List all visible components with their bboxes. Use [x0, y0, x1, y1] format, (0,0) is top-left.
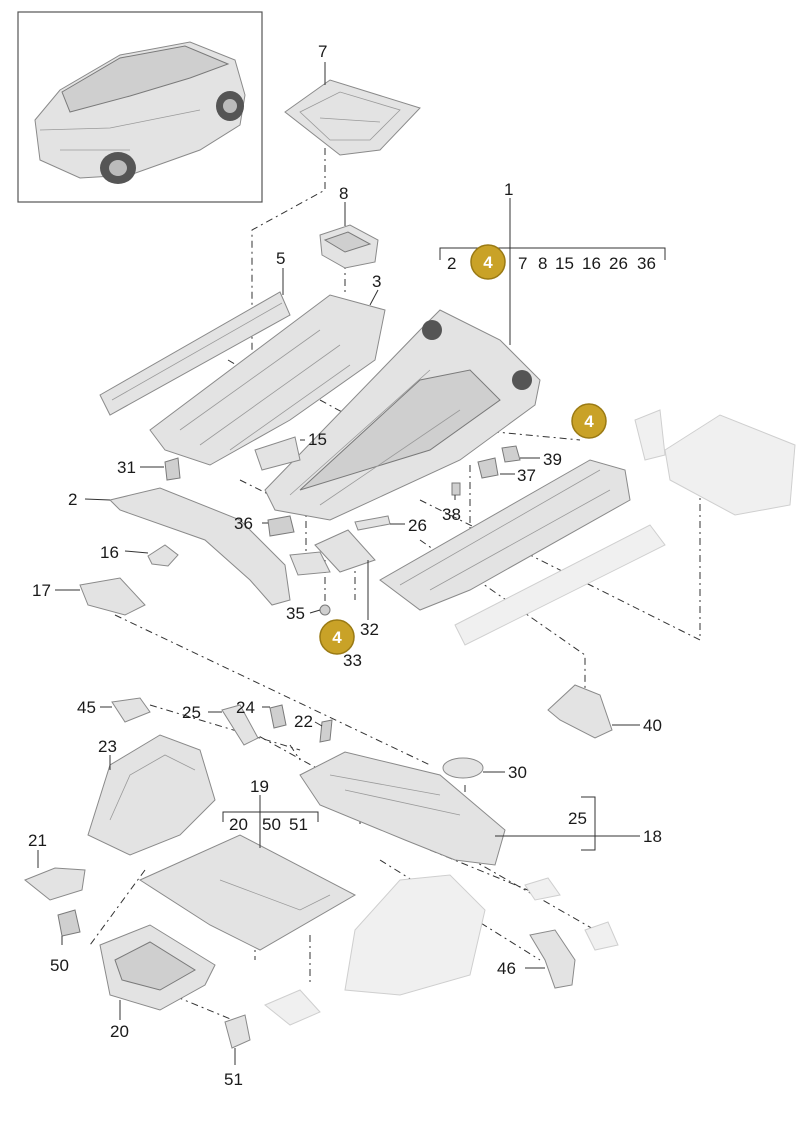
group-19-item[interactable]: 50: [262, 815, 281, 834]
group-1-item[interactable]: 7: [518, 254, 527, 273]
callout-35[interactable]: 35: [286, 604, 305, 623]
part-16-bracket[interactable]: [147, 544, 179, 567]
callout-31[interactable]: 31: [117, 458, 136, 477]
part-5-side-rail[interactable]: [99, 291, 291, 416]
callout-36[interactable]: 36: [234, 514, 253, 533]
part-39-clip[interactable]: [501, 445, 521, 463]
part-17-plate[interactable]: [79, 577, 146, 616]
part-ghost-wheelhouse-right: [264, 874, 619, 1026]
part-37-clip[interactable]: [477, 457, 499, 479]
callout-30[interactable]: 30: [508, 763, 527, 782]
callout-25-right[interactable]: 25: [568, 809, 587, 828]
group-19-item[interactable]: 20: [229, 815, 248, 834]
part-35-bolt[interactable]: [319, 604, 331, 616]
part-46-bracket[interactable]: [529, 929, 576, 989]
part-31-clip[interactable]: [164, 457, 181, 481]
part-38-bolt[interactable]: [451, 482, 461, 496]
group-1-bracket: [439, 198, 666, 345]
callout-2[interactable]: 2: [68, 490, 77, 509]
callout-24[interactable]: 24: [236, 698, 255, 717]
vehicle-thumbnail: [17, 11, 263, 203]
callout-17[interactable]: 17: [32, 581, 51, 600]
callout-1[interactable]: 1: [504, 180, 513, 199]
group-1-row: 2 7 8 15 16 26 36: [447, 254, 656, 273]
part-19-floor-panel[interactable]: [138, 834, 357, 951]
part-23-wheelhouse-left[interactable]: [87, 734, 216, 856]
callout-7[interactable]: 7: [318, 42, 327, 61]
badge-label: 4: [584, 412, 594, 431]
part-26-plate[interactable]: [354, 515, 391, 531]
part-22-clip[interactable]: [319, 719, 333, 743]
highlight-badge[interactable]: 4: [319, 619, 355, 655]
part-8-bracket[interactable]: [319, 224, 379, 269]
callout-19[interactable]: 19: [250, 777, 269, 796]
callout-45[interactable]: 45: [77, 698, 96, 717]
leader-lines: [37, 62, 640, 1065]
badge-label: 4: [483, 253, 493, 272]
highlight-badge[interactable]: 4: [470, 244, 506, 280]
callout-labels: 7 8 1 5 3 15 31 39 37 38 2 36 26 16 17 3…: [28, 42, 662, 1089]
group-19-bracket: [222, 795, 319, 848]
callout-16[interactable]: 16: [100, 543, 119, 562]
callout-39[interactable]: 39: [543, 450, 562, 469]
highlight-badge[interactable]: 4: [571, 403, 607, 439]
callout-22[interactable]: 22: [294, 712, 313, 731]
callout-23[interactable]: 23: [98, 737, 117, 756]
callout-51[interactable]: 51: [224, 1070, 243, 1089]
callout-20[interactable]: 20: [110, 1022, 129, 1041]
group-1-item[interactable]: 2: [447, 254, 456, 273]
group-19-item[interactable]: 51: [289, 815, 308, 834]
callout-26[interactable]: 26: [408, 516, 427, 535]
callout-32[interactable]: 32: [360, 620, 379, 639]
callout-8[interactable]: 8: [339, 184, 348, 203]
callout-5[interactable]: 5: [276, 249, 285, 268]
part-30-cover[interactable]: [442, 757, 484, 779]
part-18-rear-floor[interactable]: [299, 751, 506, 866]
callout-37[interactable]: 37: [517, 466, 536, 485]
part-21-bracket[interactable]: [24, 867, 86, 901]
callout-25-upper[interactable]: 25: [182, 703, 201, 722]
part-7-rear-frame[interactable]: [284, 79, 421, 156]
part-4-floor-pan-right[interactable]: [379, 459, 631, 611]
part-3-floor-pan-left[interactable]: [149, 294, 386, 466]
badge-label: 4: [332, 628, 342, 647]
part-32-reinforcement[interactable]: [314, 529, 376, 573]
part-20-spare-well[interactable]: [99, 924, 216, 1011]
part-15-bracket[interactable]: [254, 436, 301, 471]
callout-18[interactable]: 18: [643, 827, 662, 846]
part-ghost-rear-frame: [634, 409, 796, 516]
part-24-clip[interactable]: [269, 704, 287, 729]
part-51-bracket[interactable]: [224, 1014, 251, 1049]
group-1-item[interactable]: 15: [555, 254, 574, 273]
group-25-18-bracket: [495, 796, 640, 851]
callout-38[interactable]: 38: [442, 505, 461, 524]
group-1-item[interactable]: 8: [538, 254, 547, 273]
part-1-center-tunnel[interactable]: [264, 309, 541, 521]
callout-33[interactable]: 33: [343, 651, 362, 670]
part-ghost-sill: [454, 524, 666, 646]
callout-46[interactable]: 46: [497, 959, 516, 978]
callout-3[interactable]: 3: [372, 272, 381, 291]
part-40-bracket[interactable]: [547, 684, 613, 739]
group-19-row: 20 50 51: [229, 815, 308, 834]
part-33-plate[interactable]: [289, 551, 331, 576]
group-1-item[interactable]: 16: [582, 254, 601, 273]
callout-50[interactable]: 50: [50, 956, 69, 975]
part-25-bracket-upper[interactable]: [221, 704, 259, 746]
callout-21[interactable]: 21: [28, 831, 47, 850]
part-50-clip[interactable]: [57, 909, 81, 937]
part-2-cross-member[interactable]: [109, 487, 291, 606]
group-1-item[interactable]: 36: [637, 254, 656, 273]
callout-15[interactable]: 15: [308, 430, 327, 449]
part-36-clip[interactable]: [267, 515, 295, 537]
callout-40[interactable]: 40: [643, 716, 662, 735]
group-1-item[interactable]: 26: [609, 254, 628, 273]
part-45-bracket[interactable]: [111, 697, 151, 723]
